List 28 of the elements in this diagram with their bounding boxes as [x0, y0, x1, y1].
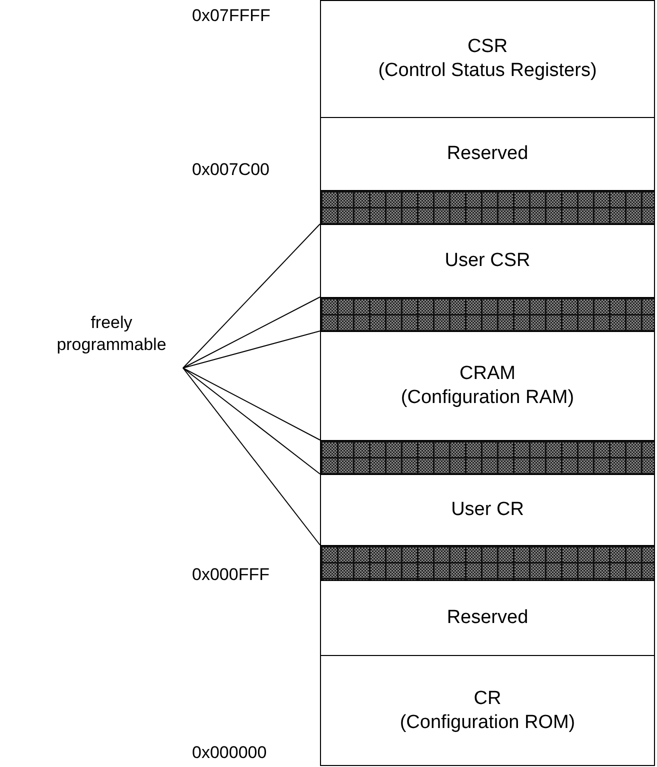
- region-description: (Control Status Registers): [378, 59, 597, 83]
- hatched-band: [320, 190, 655, 225]
- region-name: CR: [474, 686, 502, 710]
- leader-line: [182, 368, 320, 546]
- hatched-band: [320, 297, 655, 332]
- address-label: 0x07FFFF: [192, 6, 270, 26]
- hatched-band: [320, 440, 655, 475]
- leader-line: [182, 368, 320, 474]
- region-name: User CSR: [444, 249, 530, 273]
- address-label: 0x007C00: [192, 160, 270, 180]
- leader-line: [182, 368, 320, 440]
- hatched-band: [320, 545, 655, 581]
- region-description: (Configuration ROM): [400, 710, 576, 734]
- region-name: CSR: [467, 35, 508, 59]
- leader-line: [182, 224, 320, 368]
- leader-line: [182, 296, 320, 368]
- annotation-text: freely programmable: [40, 300, 183, 368]
- region-name: Reserved: [446, 142, 528, 166]
- leader-line: [182, 330, 320, 368]
- memory-region: [320, 0, 655, 118]
- address-label: 0x000FFF: [192, 565, 270, 585]
- memory-region: [320, 655, 655, 766]
- region-name: User CR: [451, 498, 524, 522]
- region-name: CRAM: [460, 362, 516, 386]
- memory-region: [320, 580, 655, 656]
- address-label: 0x000000: [192, 743, 267, 763]
- region-description: (Configuration RAM): [400, 386, 574, 410]
- region-name: Reserved: [446, 606, 528, 630]
